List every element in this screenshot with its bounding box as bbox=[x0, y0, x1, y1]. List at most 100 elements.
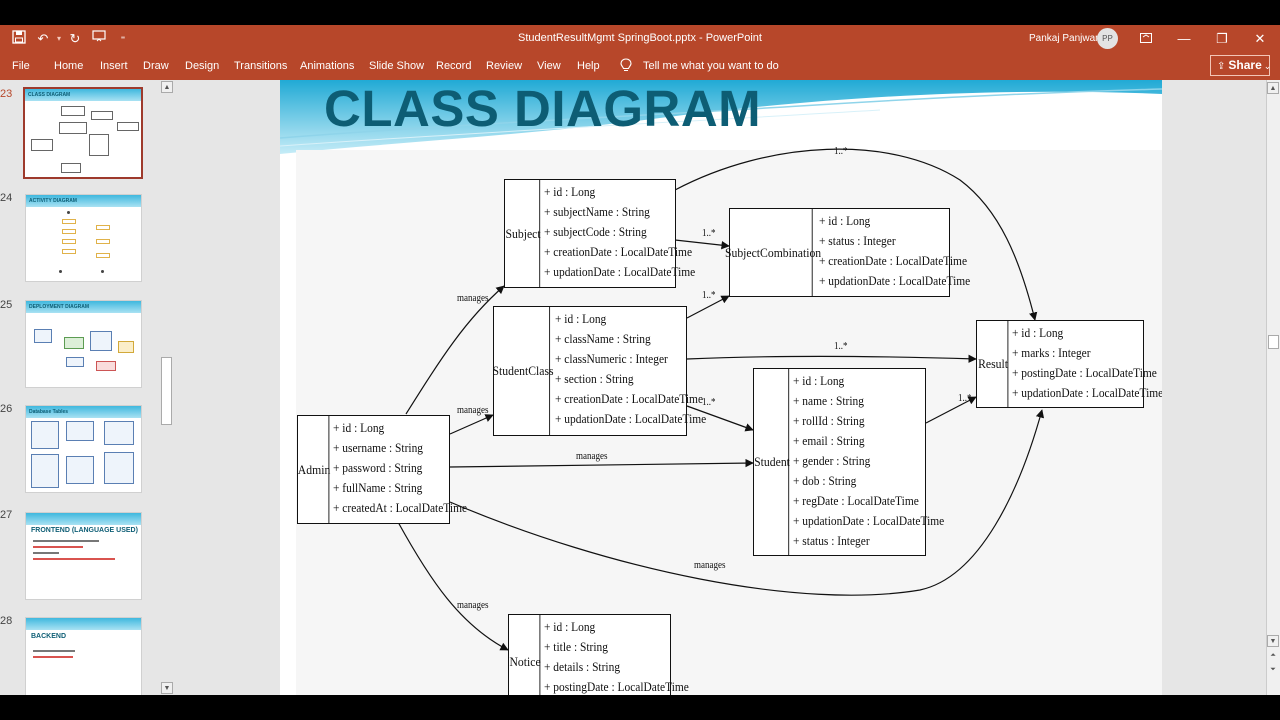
restore-icon[interactable]: ❐ bbox=[1216, 31, 1228, 46]
thumb-title: FRONTEND (LANGUAGE USED) bbox=[31, 527, 138, 534]
class-name: Result bbox=[978, 321, 1009, 407]
thumb-banner bbox=[26, 406, 141, 418]
scrollbar-thumb[interactable] bbox=[1268, 335, 1279, 349]
undo-dropdown-icon[interactable]: ▾ bbox=[56, 34, 61, 43]
tab-design[interactable]: Design bbox=[185, 60, 220, 72]
attribute: + id : Long bbox=[793, 373, 845, 388]
editor-scrollbar[interactable]: ▲ ▼ ⏶ ⏷ bbox=[1266, 80, 1280, 695]
slide-number: 27 bbox=[0, 509, 13, 521]
slide-header-wave bbox=[280, 80, 1162, 154]
thumb-shape bbox=[62, 249, 76, 254]
avatar[interactable]: PP bbox=[1097, 28, 1118, 49]
thumb-shape bbox=[118, 341, 134, 353]
thumb-shape bbox=[33, 540, 99, 542]
thumb-shape bbox=[66, 357, 84, 367]
thumb-shape bbox=[96, 361, 116, 371]
attribute: + updationDate : LocalDateTime bbox=[793, 513, 945, 528]
class-result: Result + id : Long + marks : Integer + p… bbox=[976, 320, 1162, 408]
attribute: + rollId : String bbox=[793, 413, 865, 428]
thumb-shape bbox=[117, 122, 139, 131]
thumb-shape bbox=[64, 337, 84, 349]
slide-canvas[interactable]: CLASS DIAGRAM bbox=[280, 80, 1162, 695]
customize-toolbar-icon[interactable]: ⁼ bbox=[120, 34, 126, 44]
thumb-shape bbox=[33, 558, 115, 560]
attribute: + id : Long bbox=[1012, 325, 1064, 340]
slide-thumbnail-27[interactable]: FRONTEND (LANGUAGE USED) bbox=[25, 512, 142, 600]
scroll-up-icon[interactable]: ▲ bbox=[161, 81, 173, 93]
edge-admin-studentclass bbox=[449, 414, 494, 435]
title-bar: ↶ ▾ ↻ ⁼ StudentResultMgmt SpringBoot.ppt… bbox=[0, 25, 1280, 53]
attribute: + title : String bbox=[544, 639, 608, 654]
attribute: + postingDate : LocalDateTime bbox=[1012, 365, 1157, 380]
previous-slide-icon[interactable]: ⏶ bbox=[1270, 652, 1276, 659]
slide-title[interactable]: CLASS DIAGRAM bbox=[324, 80, 762, 137]
attribute: + updationDate : LocalDateTime bbox=[555, 411, 707, 426]
scroll-down-icon[interactable]: ▼ bbox=[1267, 635, 1279, 647]
diagram-connectors bbox=[397, 148, 1045, 651]
attribute: + createdAt : LocalDateTime bbox=[333, 500, 468, 515]
slide-number: 23 bbox=[0, 88, 13, 100]
tab-file[interactable]: File bbox=[12, 60, 30, 72]
tab-transitions[interactable]: Transitions bbox=[234, 60, 288, 72]
undo-icon[interactable]: ↶ bbox=[37, 31, 49, 46]
slide-number: 25 bbox=[0, 299, 13, 311]
attribute: + status : Integer bbox=[793, 533, 870, 548]
lightbulb-icon[interactable] bbox=[620, 58, 632, 76]
tell-me-search[interactable]: Tell me what you want to do bbox=[643, 60, 779, 72]
tab-draw[interactable]: Draw bbox=[143, 60, 169, 72]
start-from-beginning-icon[interactable] bbox=[90, 30, 108, 48]
share-button[interactable]: ⇪Share⌄ bbox=[1210, 55, 1271, 76]
attribute: + dob : String bbox=[793, 473, 857, 488]
tab-view[interactable]: View bbox=[537, 60, 561, 72]
attribute: + updationDate : LocalDateTime bbox=[544, 264, 696, 279]
close-icon[interactable]: ✕ bbox=[1254, 31, 1266, 46]
slide-thumbnail-23[interactable]: CLASS DIAGRAM bbox=[23, 87, 143, 179]
attribute-list: + id : Long + name : String + rollId : S… bbox=[793, 371, 965, 551]
next-slide-icon[interactable]: ⏷ bbox=[1270, 666, 1276, 673]
attribute: + name : String bbox=[793, 393, 864, 408]
tab-insert[interactable]: Insert bbox=[100, 60, 128, 72]
minimize-icon[interactable]: — bbox=[1177, 31, 1191, 46]
attribute: + subjectCode : String bbox=[544, 224, 647, 239]
user-name[interactable]: Pankaj Panjwani bbox=[1029, 33, 1103, 44]
attribute-list: + id : Long + username : String + passwo… bbox=[333, 418, 485, 518]
thumb-banner bbox=[26, 195, 141, 207]
thumb-title: BACKEND bbox=[31, 633, 66, 640]
tab-home[interactable]: Home bbox=[54, 60, 84, 72]
thumb-banner bbox=[26, 513, 141, 525]
attribute: + id : Long bbox=[819, 213, 871, 228]
label-multiplicity: 1..* bbox=[958, 393, 972, 404]
tab-record[interactable]: Record bbox=[436, 60, 472, 72]
thumb-banner bbox=[26, 301, 141, 313]
thumb-shape bbox=[34, 329, 52, 343]
edge-admin-result bbox=[449, 409, 1045, 596]
attribute: + updationDate : LocalDateTime bbox=[819, 273, 971, 288]
class-name: Admin bbox=[298, 416, 330, 523]
tab-review[interactable]: Review bbox=[486, 60, 523, 72]
edge-subject-subjectcombination bbox=[674, 239, 730, 250]
slide-thumbnail-25[interactable]: DEPLOYMENT DIAGRAM bbox=[25, 300, 142, 388]
attribute: + fullName : String bbox=[333, 480, 423, 495]
ribbon-tabs: File Home Insert Draw Design Transitions… bbox=[0, 53, 1280, 80]
scroll-up-icon[interactable]: ▲ bbox=[1267, 82, 1279, 94]
label-multiplicity: 1..* bbox=[834, 146, 848, 157]
thumb-title: ACTIVITY DIAGRAM bbox=[29, 198, 77, 204]
attribute: + creationDate : LocalDateTime bbox=[544, 244, 693, 259]
thumb-shape bbox=[33, 546, 83, 548]
save-icon[interactable] bbox=[10, 30, 28, 48]
slide-thumbnail-26[interactable]: Database Tables bbox=[25, 405, 142, 493]
attribute-list: + id : Long + status : Integer + creatio… bbox=[819, 211, 991, 291]
tab-slide-show[interactable]: Slide Show bbox=[369, 60, 425, 72]
tab-animations[interactable]: Animations bbox=[300, 60, 355, 72]
slide-thumbnail-24[interactable]: ACTIVITY DIAGRAM bbox=[25, 194, 142, 282]
redo-icon[interactable]: ↻ bbox=[69, 31, 81, 46]
edge-studentclass-subjectcombination bbox=[686, 295, 730, 319]
class-student-class: StudentClass + id : Long + className : S… bbox=[492, 306, 706, 436]
tab-help[interactable]: Help bbox=[577, 60, 600, 72]
ribbon-display-options-icon[interactable] bbox=[1136, 29, 1156, 49]
scrollbar-thumb[interactable] bbox=[161, 357, 172, 425]
slide-thumbnail-28[interactable]: BACKEND bbox=[25, 617, 142, 695]
edge-admin-subject bbox=[405, 285, 505, 415]
scroll-down-icon[interactable]: ▼ bbox=[161, 682, 173, 694]
class-subject-combination: SubjectCombination + id : Long + status … bbox=[725, 208, 970, 297]
